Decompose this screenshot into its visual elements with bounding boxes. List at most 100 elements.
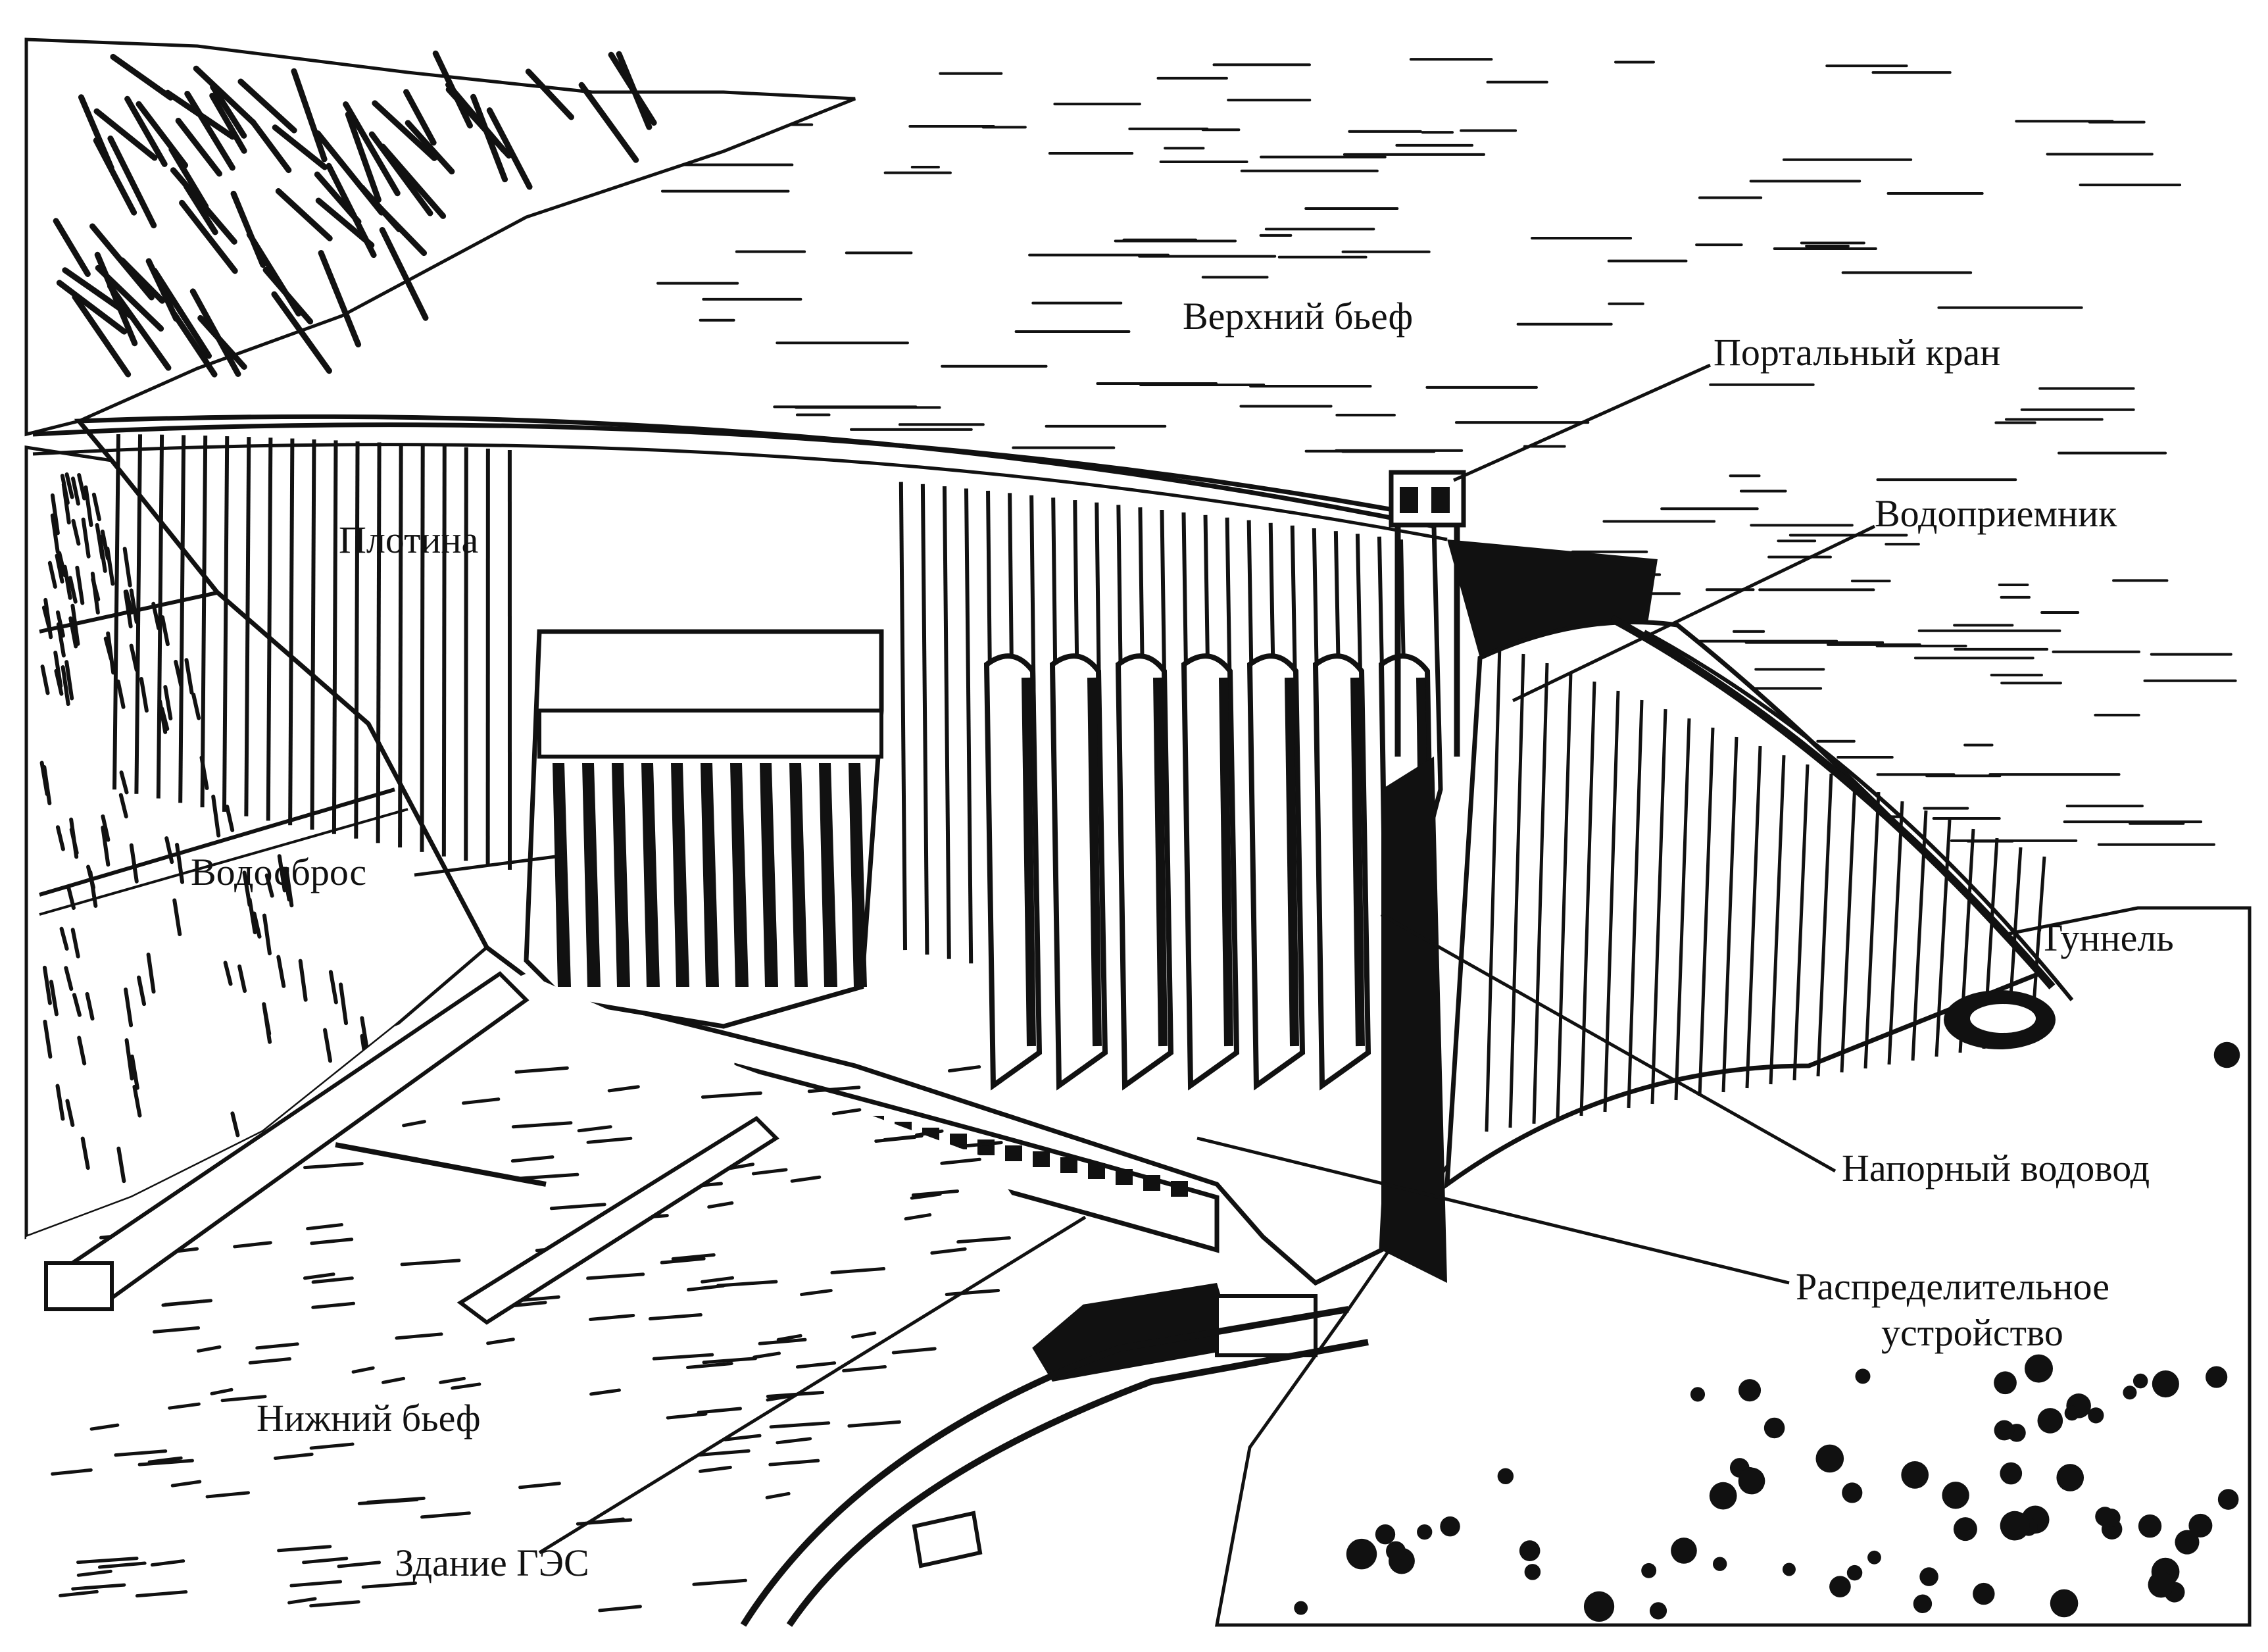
spillway-chute <box>641 763 660 987</box>
mountain-stroke <box>95 264 164 332</box>
shrub-stroke <box>262 1002 272 1036</box>
tree-canopy <box>2037 1408 2063 1434</box>
tail-ripple <box>310 1238 354 1245</box>
shrub-stroke <box>61 665 70 707</box>
spillway-chute <box>730 763 749 987</box>
tail-ripple <box>76 1569 112 1577</box>
dam-rib <box>441 445 447 857</box>
tail-ripple <box>147 1456 183 1464</box>
powerhouse-window <box>1088 1163 1105 1179</box>
tail-ripple <box>89 1423 120 1431</box>
tree-canopy <box>1649 1602 1667 1620</box>
dam-rib <box>222 436 230 812</box>
shrub-stroke <box>184 658 194 695</box>
shrub-stroke <box>282 866 291 902</box>
tail-ripple <box>51 1468 93 1476</box>
shrub-stroke <box>71 518 81 546</box>
mountain-stroke <box>445 82 507 153</box>
shrub-stroke <box>339 982 349 1026</box>
tail-ripple <box>439 1376 466 1384</box>
tail-ripple <box>671 1253 716 1261</box>
tail-ripple <box>135 1590 188 1598</box>
shrub-stroke <box>95 522 105 560</box>
tail-ripple <box>451 1382 481 1390</box>
label-gantry-crane: Портальный кран <box>1713 331 2000 374</box>
tail-ripple <box>945 1289 1000 1297</box>
mountain-stroke <box>110 53 174 101</box>
shrub-stroke <box>66 885 76 911</box>
wing-rib <box>1698 727 1715 1097</box>
mountain-stroke <box>189 288 241 377</box>
penstock-shadow <box>1153 677 1168 1047</box>
tail-ripple <box>287 1597 317 1605</box>
tree-canopy <box>1497 1468 1514 1485</box>
tail-ripple <box>511 1121 573 1129</box>
tail-ripple <box>517 1172 579 1180</box>
tree-canopy <box>1583 1591 1615 1622</box>
tail-ripple <box>699 1465 732 1473</box>
tree-canopy <box>1994 1371 2017 1395</box>
dam-rib <box>942 486 951 959</box>
mountain-stroke <box>168 146 209 210</box>
shrub-stroke <box>223 961 233 986</box>
tail-ripple <box>769 1421 831 1429</box>
mountain-stroke <box>272 124 328 170</box>
tail-ripple <box>168 1402 201 1410</box>
shrub-stroke <box>323 1028 333 1063</box>
tail-ripple <box>830 1266 886 1274</box>
tail-ripple <box>233 1241 272 1249</box>
tail-ripple <box>402 1120 426 1128</box>
powerhouse-window <box>1143 1175 1160 1191</box>
tail-ripple <box>309 1600 360 1608</box>
wing-rib <box>1627 699 1644 1109</box>
label-powerhouse: Здание ГЭС <box>395 1541 589 1584</box>
tree-canopy <box>1690 1387 1706 1402</box>
dam-rib <box>920 484 929 955</box>
shrub-stroke <box>85 991 95 1021</box>
shrub-stroke <box>64 966 74 991</box>
tail-ripple <box>351 1366 375 1374</box>
tree-canopy <box>1763 1417 1785 1439</box>
shrub-stroke <box>164 836 174 864</box>
tree-canopy <box>1994 1420 2015 1441</box>
tail-ripple <box>947 1065 981 1073</box>
tail-ripple <box>277 1545 332 1553</box>
wing-rib <box>1769 755 1786 1085</box>
mountain-stroke <box>249 118 292 174</box>
tail-ripple <box>911 1189 960 1197</box>
mountain-stroke <box>193 65 257 126</box>
tail-ripple <box>220 1395 267 1403</box>
leader-penstock <box>1380 913 1837 1173</box>
mountain-stroke <box>107 283 172 371</box>
right-dam-wing <box>1381 539 2074 1283</box>
tree-canopy <box>1671 1538 1697 1564</box>
tail-ripple <box>940 1157 981 1165</box>
dam-rib <box>244 437 251 816</box>
tail-ripple <box>585 1517 625 1525</box>
tail-ripple <box>958 1141 1003 1149</box>
shrub-stroke <box>68 616 78 649</box>
mountain-stroke <box>326 163 377 259</box>
tree-canopy <box>1901 1461 1929 1489</box>
shrub-stroke <box>72 993 82 1017</box>
shrub-stroke <box>77 1036 87 1066</box>
tree-canopy <box>1294 1601 1308 1615</box>
tree-canopy <box>2000 1462 2023 1485</box>
spillway-chute <box>671 763 689 987</box>
tree-canopy <box>2064 1405 2080 1421</box>
tail-ripple <box>883 1134 924 1141</box>
tail-ripple <box>751 1168 788 1176</box>
shrub-stroke <box>119 770 129 795</box>
dam-rib <box>134 434 143 794</box>
tail-ripple <box>716 1280 778 1288</box>
spillway-chute <box>789 763 808 987</box>
shrub-stroke <box>50 513 60 555</box>
tail-ripple <box>586 1136 633 1144</box>
shrub-stroke <box>225 805 235 832</box>
dam-rib <box>200 436 208 808</box>
leader-crane <box>1452 363 1712 482</box>
tail-ripple <box>842 1364 887 1372</box>
mountain-stroke <box>608 51 657 126</box>
tail-ripple <box>891 1347 937 1355</box>
label-upper-pool: Верхний бьеф <box>1183 295 1413 338</box>
